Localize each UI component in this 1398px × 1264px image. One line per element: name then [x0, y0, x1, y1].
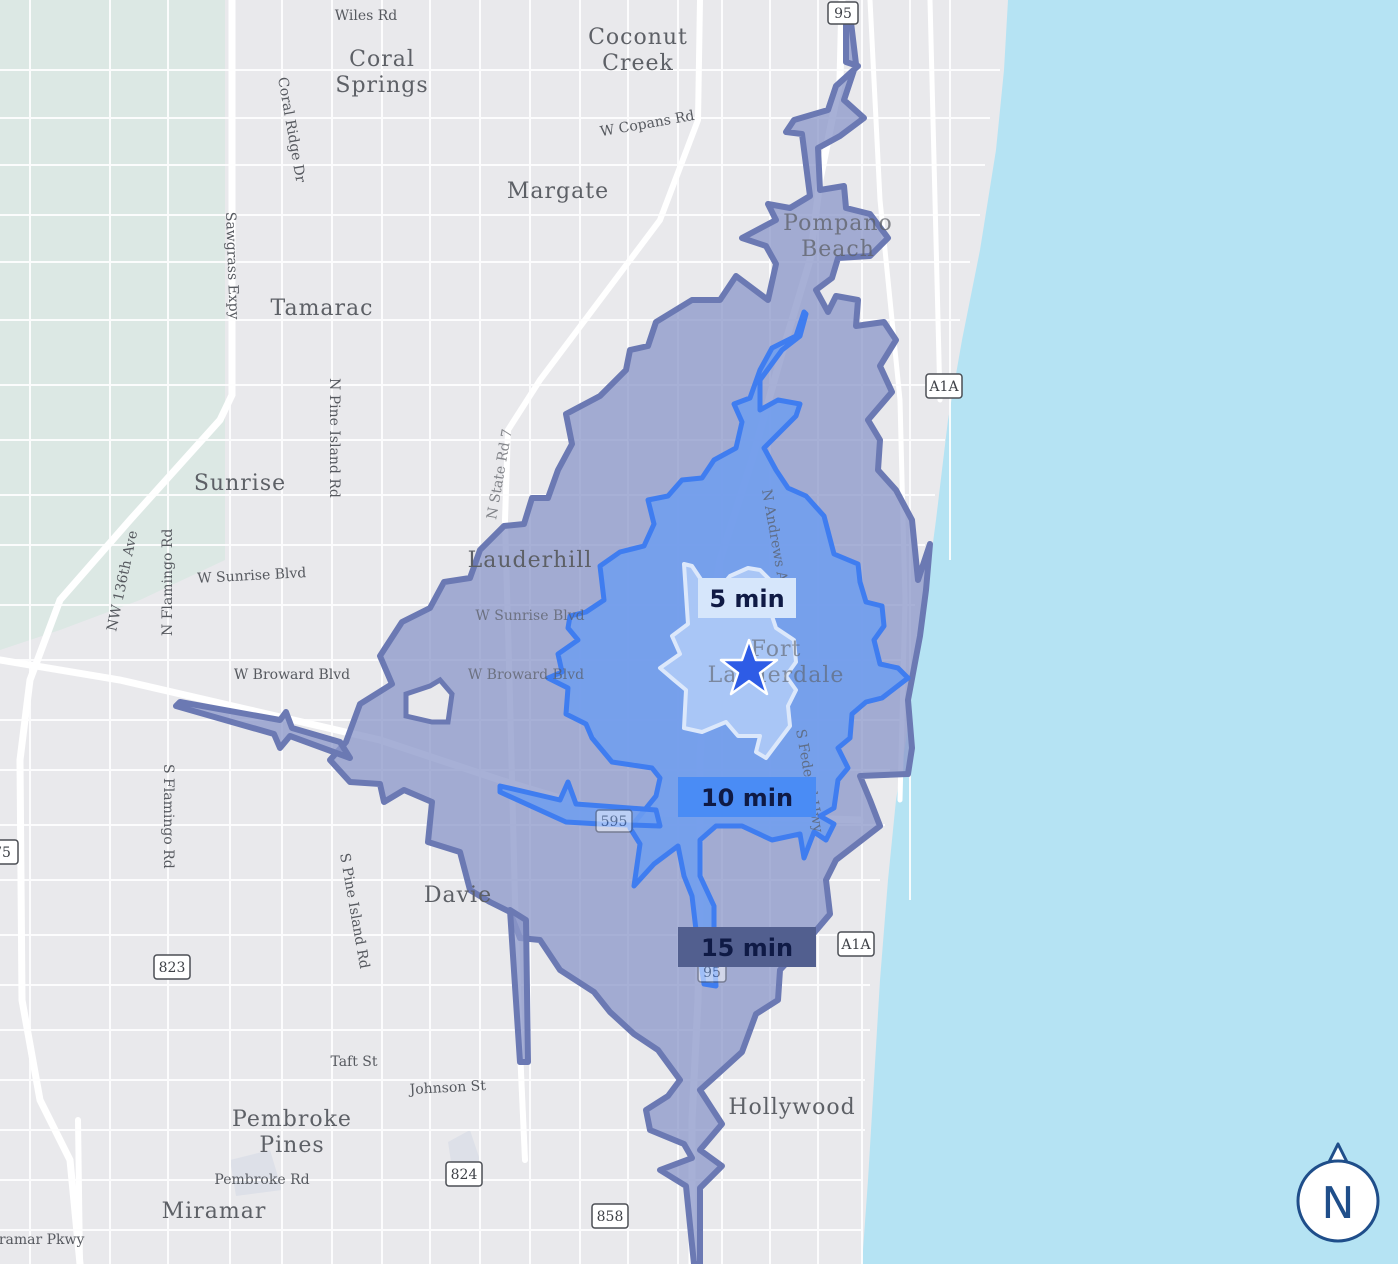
- road-broward-e: W Broward Blvd: [468, 667, 584, 683]
- shield-sr823: 823: [153, 954, 191, 980]
- compass-icon: N: [1296, 1142, 1380, 1243]
- road-pine-island-s: S Pine Island Rd: [336, 852, 372, 970]
- svg-text:823: 823: [159, 960, 186, 976]
- road-sunrise-w: W Sunrise Blvd: [197, 565, 307, 587]
- svg-text:824: 824: [451, 1167, 478, 1183]
- place-miramar: Miramar: [162, 1199, 267, 1224]
- road-taft: Taft St: [330, 1054, 377, 1070]
- place-hollywood: Hollywood: [728, 1095, 855, 1120]
- svg-text:A1A: A1A: [928, 379, 959, 395]
- atlantic-ocean: [862, 0, 1398, 1264]
- place-sunrise: Sunrise: [194, 471, 286, 496]
- road-sunrise-e: W Sunrise Blvd: [475, 608, 584, 624]
- svg-text:95: 95: [834, 6, 852, 22]
- compass-button[interactable]: N: [1296, 1140, 1382, 1246]
- place-tamarac: Tamarac: [270, 296, 373, 321]
- svg-text:15 min: 15 min: [701, 934, 793, 962]
- isochrone-label-15min: 15 min: [678, 927, 816, 967]
- isochrone-15min-south[interactable]: [507, 907, 531, 1065]
- compass-label: N: [1322, 1178, 1355, 1229]
- place-lauderhill: Lauderhill: [468, 548, 593, 573]
- shield-a1a-north: A1A: [925, 373, 963, 399]
- road-sawgrass: Sawgrass Expy: [222, 212, 242, 320]
- svg-text:595: 595: [601, 814, 628, 830]
- isochrone-15min-gap: [403, 676, 455, 725]
- place-margate: Margate: [507, 179, 609, 204]
- road-wiles: Wiles Rd: [335, 8, 398, 24]
- isochrone-label-5min: 5 min: [698, 578, 796, 618]
- road-flamingo-s: S Flamingo Rd: [160, 764, 176, 869]
- everglades-park: [0, 0, 225, 650]
- svg-text:A1A: A1A: [840, 937, 871, 953]
- road-broward-w: W Broward Blvd: [234, 667, 350, 683]
- road-flamingo-n: N Flamingo Rd: [160, 529, 176, 636]
- road-coral-ridge: Coral Ridge Dr: [274, 76, 308, 184]
- road-pembroke: Pembroke Rd: [214, 1172, 309, 1188]
- road-johnson: Johnson St: [407, 1078, 486, 1098]
- isochrone-label-10min: 10 min: [678, 777, 816, 817]
- shield-i595: 595: [595, 809, 633, 833]
- road-state-rd7: N State Rd 7: [484, 428, 516, 521]
- svg-text:95: 95: [703, 965, 721, 981]
- svg-text:5 min: 5 min: [709, 585, 784, 613]
- highway-shields: 95 A1A A1A 595 75 823 824 858 95: [0, 1, 963, 1229]
- shield-a1a-south: A1A: [837, 931, 875, 957]
- svg-text:75: 75: [0, 845, 11, 861]
- isochrone-15min-corridor[interactable]: [173, 699, 353, 761]
- place-davie: Davie: [424, 883, 492, 908]
- road-copans: W Copans Rd: [599, 108, 696, 140]
- road-parkway: Miramar Pkwy: [0, 1232, 85, 1248]
- park-area: [230, 1130, 480, 1196]
- svg-text:10 min: 10 min: [701, 784, 793, 812]
- shield-i95: 95: [827, 1, 859, 25]
- shield-i75: 75: [0, 839, 19, 865]
- shield-sr858: 858: [591, 1203, 629, 1229]
- svg-text:858: 858: [597, 1209, 624, 1225]
- star-icon[interactable]: [719, 638, 779, 696]
- road-pine-island-n: N Pine Island Rd: [326, 378, 342, 498]
- shield-sr824: 824: [445, 1161, 483, 1187]
